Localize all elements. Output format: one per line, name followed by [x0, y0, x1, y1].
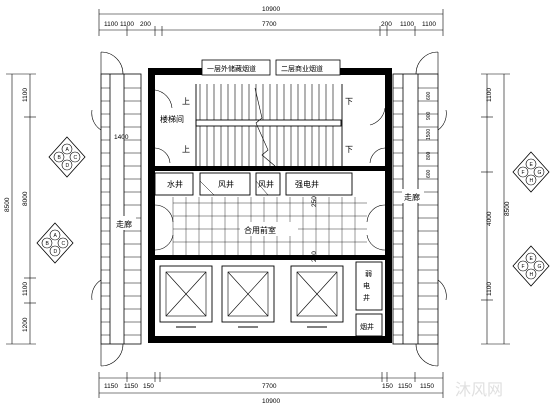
right-dim-3: 1100: [486, 282, 493, 296]
bottom-dim-4: 7700: [262, 383, 277, 390]
air-shaft-1-label: 风井: [218, 179, 234, 189]
smoke-duct-boxes: [201, 59, 341, 76]
right-total-dim: 8500: [504, 201, 511, 216]
bottom-dim-2: 1150: [124, 383, 138, 390]
weak-power-label-3: 井: [363, 293, 370, 302]
top-dim-1: 1100: [104, 21, 118, 28]
bottom-dim-6: 1150: [398, 383, 412, 390]
weak-power-label-1: 弱: [365, 270, 372, 278]
left-corridor-tiles: [101, 87, 141, 336]
bottom-dimension-lines: [98, 372, 444, 398]
watermark: 沐风网: [455, 380, 503, 399]
lobby-label-bg: [240, 222, 298, 236]
axis-a-2: A: [54, 233, 58, 239]
axis-bubble-cluster-left-lower: A B C D: [36, 222, 74, 264]
bottom-dim-5: 150: [382, 383, 393, 390]
top-dim-2: 1100: [120, 21, 134, 28]
stairwell-doors: [154, 89, 386, 164]
top-dim-3: 200: [140, 21, 151, 28]
axis-e-1: E: [530, 162, 534, 168]
axis-h-2: H: [530, 272, 534, 278]
corridor-left-label: 走廊: [116, 219, 132, 229]
inner-right-dim-3: 1500: [426, 129, 432, 140]
right-dim-2: 4000: [486, 211, 493, 226]
axis-f-1: F: [522, 170, 525, 176]
axis-a-1: A: [66, 147, 70, 153]
left-corridor-outline: [100, 73, 142, 345]
top-total-dim: 10900: [262, 6, 280, 13]
water-shaft-label: 水井: [167, 179, 183, 189]
axis-bubble-cluster-right-lower: E F G H: [512, 245, 550, 287]
corridor-doors: [91, 51, 447, 367]
axis-c-1: C: [74, 155, 78, 161]
axis-d-1: D: [66, 163, 70, 169]
bottom-dim-7: 1150: [420, 383, 434, 390]
stair-up-2: 上: [182, 145, 190, 154]
air-shaft-2-label: 风井: [258, 179, 274, 189]
axis-f-2: F: [522, 264, 525, 270]
axis-h-1: H: [530, 178, 534, 184]
axis-e-2: E: [530, 256, 534, 262]
axis-b-1: B: [58, 155, 62, 161]
lobby-doors: [154, 204, 386, 251]
stairwell-label: 楼梯间: [160, 114, 184, 124]
shaft-row: [154, 172, 353, 196]
smoke-shaft-label: 烟井: [360, 322, 374, 331]
axis-d-2: D: [54, 249, 58, 255]
left-dim-3: 1100: [22, 282, 29, 296]
axis-b-2: B: [46, 241, 50, 247]
service-shafts: [355, 261, 383, 337]
top-dim-7: 1100: [422, 21, 436, 28]
axis-g-2: G: [538, 264, 542, 270]
right-corridor-outline: [392, 73, 439, 345]
lobby-label: 合用前室: [244, 225, 276, 235]
stair-down-2: 下: [345, 145, 353, 154]
bottom-dim-1: 1150: [104, 383, 118, 390]
top-dim-6: 1100: [400, 21, 414, 28]
top-dim-5: 200: [381, 21, 392, 28]
left-total-dim: 8500: [4, 197, 11, 212]
stair-down-1: 下: [345, 97, 353, 106]
axis-bubble-cluster-left-upper: A B C D: [48, 136, 86, 178]
left-dim-1: 1100: [22, 88, 29, 102]
stair-up-1: 上: [182, 97, 190, 106]
inner-right-dim-5: 600: [426, 169, 432, 178]
left-dim-4: 1200: [22, 317, 29, 332]
axis-bubble-cluster-right-upper: E F G H: [512, 151, 550, 193]
inner-right-dim-1: 600: [426, 91, 432, 100]
mid-dim-1: 250: [311, 196, 318, 207]
core-walls: [148, 68, 392, 343]
stairwell-structure: [195, 84, 343, 167]
mid-dim-2: 250: [311, 251, 318, 262]
weak-power-label-2: 电: [363, 281, 370, 290]
top-dim-4: 7700: [262, 21, 277, 28]
left-dim-2: 8000: [22, 191, 29, 206]
right-corridor-label-bg: [402, 189, 424, 203]
inner-right-dim-4: 800: [426, 151, 432, 160]
axis-c-2: C: [62, 241, 66, 247]
inner-right-dim-2: 900: [426, 111, 432, 120]
axis-g-1: G: [538, 170, 542, 176]
left-dimension-lines: [6, 73, 36, 345]
bottom-total-dim: 10900: [262, 398, 280, 405]
power-shaft-label: 强电井: [295, 179, 319, 189]
smoke-duct-2-label: 二层商业烟道: [281, 64, 323, 73]
elevator-shafts: [159, 265, 344, 328]
stairwell-treads: [199, 84, 334, 166]
bottom-dim-3: 150: [143, 383, 154, 390]
stair-width-dim: 1400: [114, 134, 129, 141]
right-corridor-tiles: [393, 87, 438, 336]
top-dimension-lines: [98, 9, 444, 36]
left-corridor-label-bg: [114, 216, 136, 230]
right-dim-1: 1100: [486, 88, 493, 102]
right-dimension-lines: [481, 73, 510, 345]
smoke-duct-1-label: 一层外储藏烟道: [207, 64, 256, 73]
corridor-right-label: 走廊: [404, 192, 420, 202]
